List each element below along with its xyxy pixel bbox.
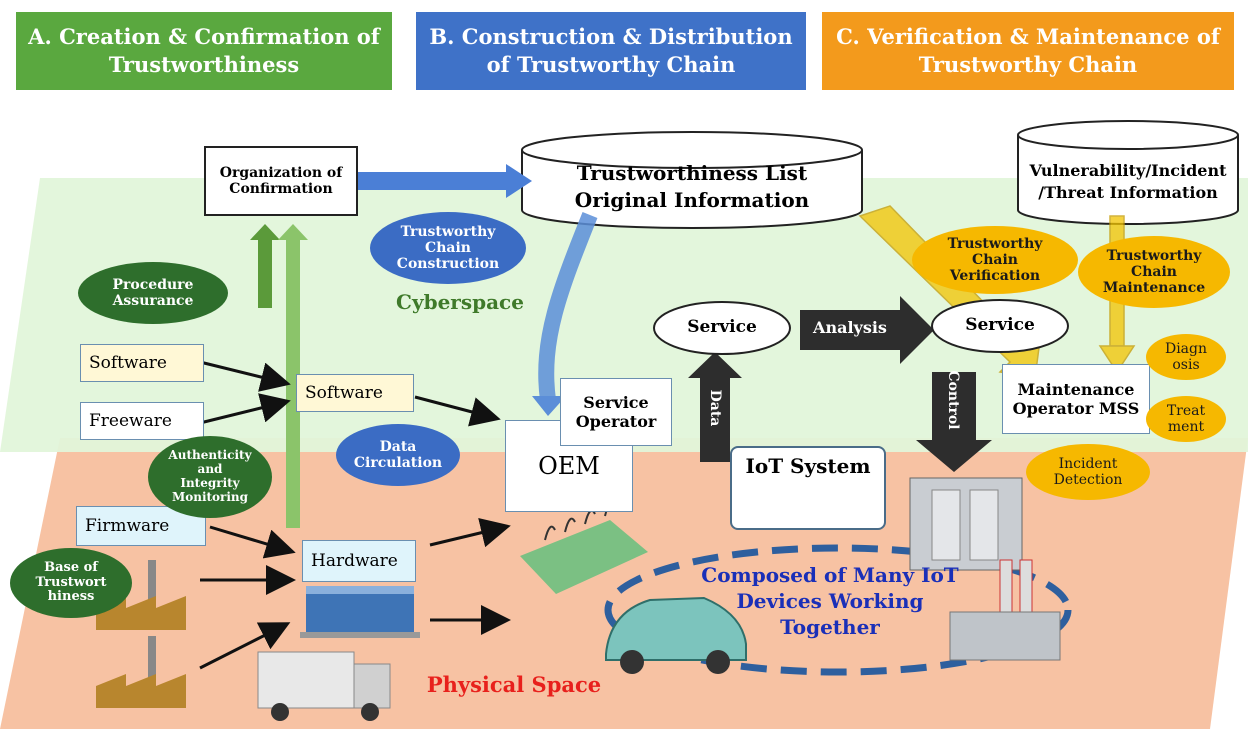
service-operator-box: Service Operator: [560, 378, 672, 446]
chain-maintenance-ellipse: Trustworthy Chain Maintenance: [1078, 236, 1230, 308]
trust-list-cylinder: [521, 131, 863, 229]
incident-detection-ellipse: Incident Detection: [1026, 444, 1150, 500]
service-cloud-1-label: Service: [687, 317, 757, 337]
blue-arrow-to-list: [356, 164, 532, 198]
header-construction-distribution: B. Construction & Distribution of Trustw…: [416, 12, 806, 90]
cyberspace-label: Cyberspace: [396, 290, 524, 314]
vulnerability-info-label: Vulnerability/Incident /Threat Informati…: [1029, 161, 1227, 202]
warehouse-icon: [300, 586, 420, 638]
maintenance-operator-box: Maintenance Operator MSS: [1002, 364, 1150, 434]
data-label: Data: [707, 389, 723, 427]
vulnerability-cylinder: [1017, 120, 1239, 225]
trust-list-label: Trustworthiness List Original Informatio…: [574, 161, 810, 212]
control-room-icon: [909, 477, 1023, 571]
firmware-note: Firmware: [76, 506, 206, 546]
header-verification-maintenance: C. Verification & Maintenance of Trustwo…: [822, 12, 1234, 90]
factory-icon-2: [96, 636, 186, 708]
chain-verification-ellipse: Trustworthy Chain Verification: [912, 226, 1078, 294]
trust-chain-construction-ellipse: Trustworthy Chain Construction: [370, 212, 526, 284]
iot-system-label: IoT System: [745, 454, 871, 478]
control-arrow: [916, 372, 992, 472]
service-cloud-2-label: Service: [965, 315, 1035, 335]
blue-curve-arrow: [538, 212, 598, 402]
base-of-trustworthiness-ellipse: Base of Trustwort hiness: [10, 548, 132, 618]
service-cloud-1: [653, 301, 791, 355]
authenticity-integrity-ellipse: Authenticity and Integrity Monitoring: [148, 436, 272, 518]
power-plant-icon: [949, 559, 1061, 661]
composed-iot-label: Composed of Many IoT Devices Working Tog…: [701, 563, 959, 639]
service-cloud-2: [931, 299, 1069, 353]
iot-system-box: IoT System: [730, 446, 886, 530]
procedure-assurance-ellipse: Procedure Assurance: [78, 262, 228, 324]
freeware-note: Freeware: [80, 402, 204, 440]
car-icon: [605, 596, 747, 674]
truck-icon: [257, 651, 391, 721]
analysis-arrow: [800, 296, 934, 364]
data-arrow: [688, 352, 742, 462]
header-creation-confirmation: A. Creation & Confirmation of Trustworth…: [16, 12, 392, 90]
analysis-label: Analysis: [813, 318, 887, 337]
diagnosis-ellipse: Diagn osis: [1146, 334, 1226, 380]
hardware-note: Hardware: [302, 540, 416, 582]
data-circulation-ellipse: Data Circulation: [336, 424, 460, 486]
organization-of-confirmation-box: Organization of Confirmation: [204, 146, 358, 216]
software-note-1: Software: [80, 344, 204, 382]
treatment-ellipse: Treat ment: [1146, 396, 1226, 442]
iot-devices-dashed-ring: [604, 544, 1072, 676]
physical-space-label: Physical Space: [426, 672, 602, 697]
software-note-2: Software: [296, 374, 414, 412]
control-label: Control: [945, 370, 961, 430]
